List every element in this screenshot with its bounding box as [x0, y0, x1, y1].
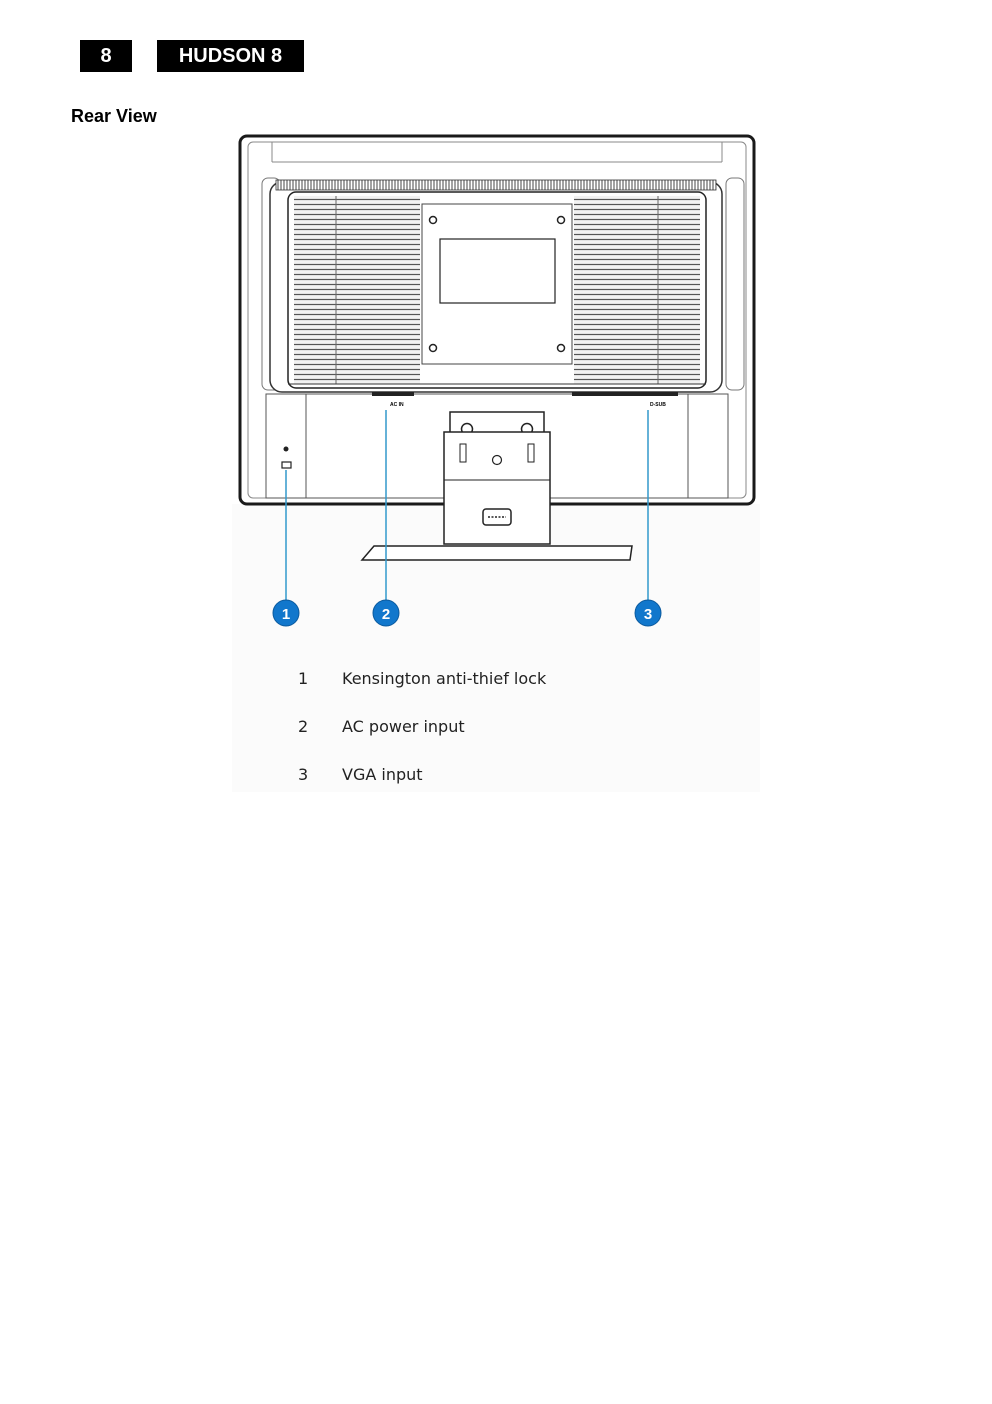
legend-text-2: AC power input [342, 717, 465, 736]
monitor-rear-illustration: AC IN D-SUB 1 2 3 [232, 134, 760, 792]
callout-1-kensington: 1 [272, 599, 300, 627]
kensington-slot [281, 461, 292, 469]
ac-in-port-label: AC IN [390, 402, 404, 408]
section-title: Rear View [71, 106, 157, 126]
vent-right [574, 196, 700, 384]
lock-icon [283, 446, 289, 452]
rear-view-figure: AC IN D-SUB 1 2 3 [232, 132, 760, 792]
svg-text:2: 2 [382, 606, 390, 623]
model-name-badge: HUDSON 8 [157, 40, 304, 72]
callout-2-ac-power: 2 [372, 599, 400, 627]
legend-number-1: 1 [298, 669, 309, 688]
legend-number-2: 2 [298, 717, 309, 736]
vent-left [294, 196, 420, 384]
legend-text-3: VGA input [342, 765, 423, 784]
callout-3-vga: 3 [634, 599, 662, 627]
stand-base [360, 545, 633, 561]
svg-text:3: 3 [644, 606, 652, 623]
page-number-badge: 8 [80, 40, 132, 72]
legend-text-1: Kensington anti-thief lock [342, 669, 547, 688]
svg-text:1: 1 [282, 606, 290, 623]
d-sub-port-label: D-SUB [650, 402, 666, 408]
legend-number-3: 3 [298, 765, 309, 784]
product-label-area [439, 238, 556, 304]
